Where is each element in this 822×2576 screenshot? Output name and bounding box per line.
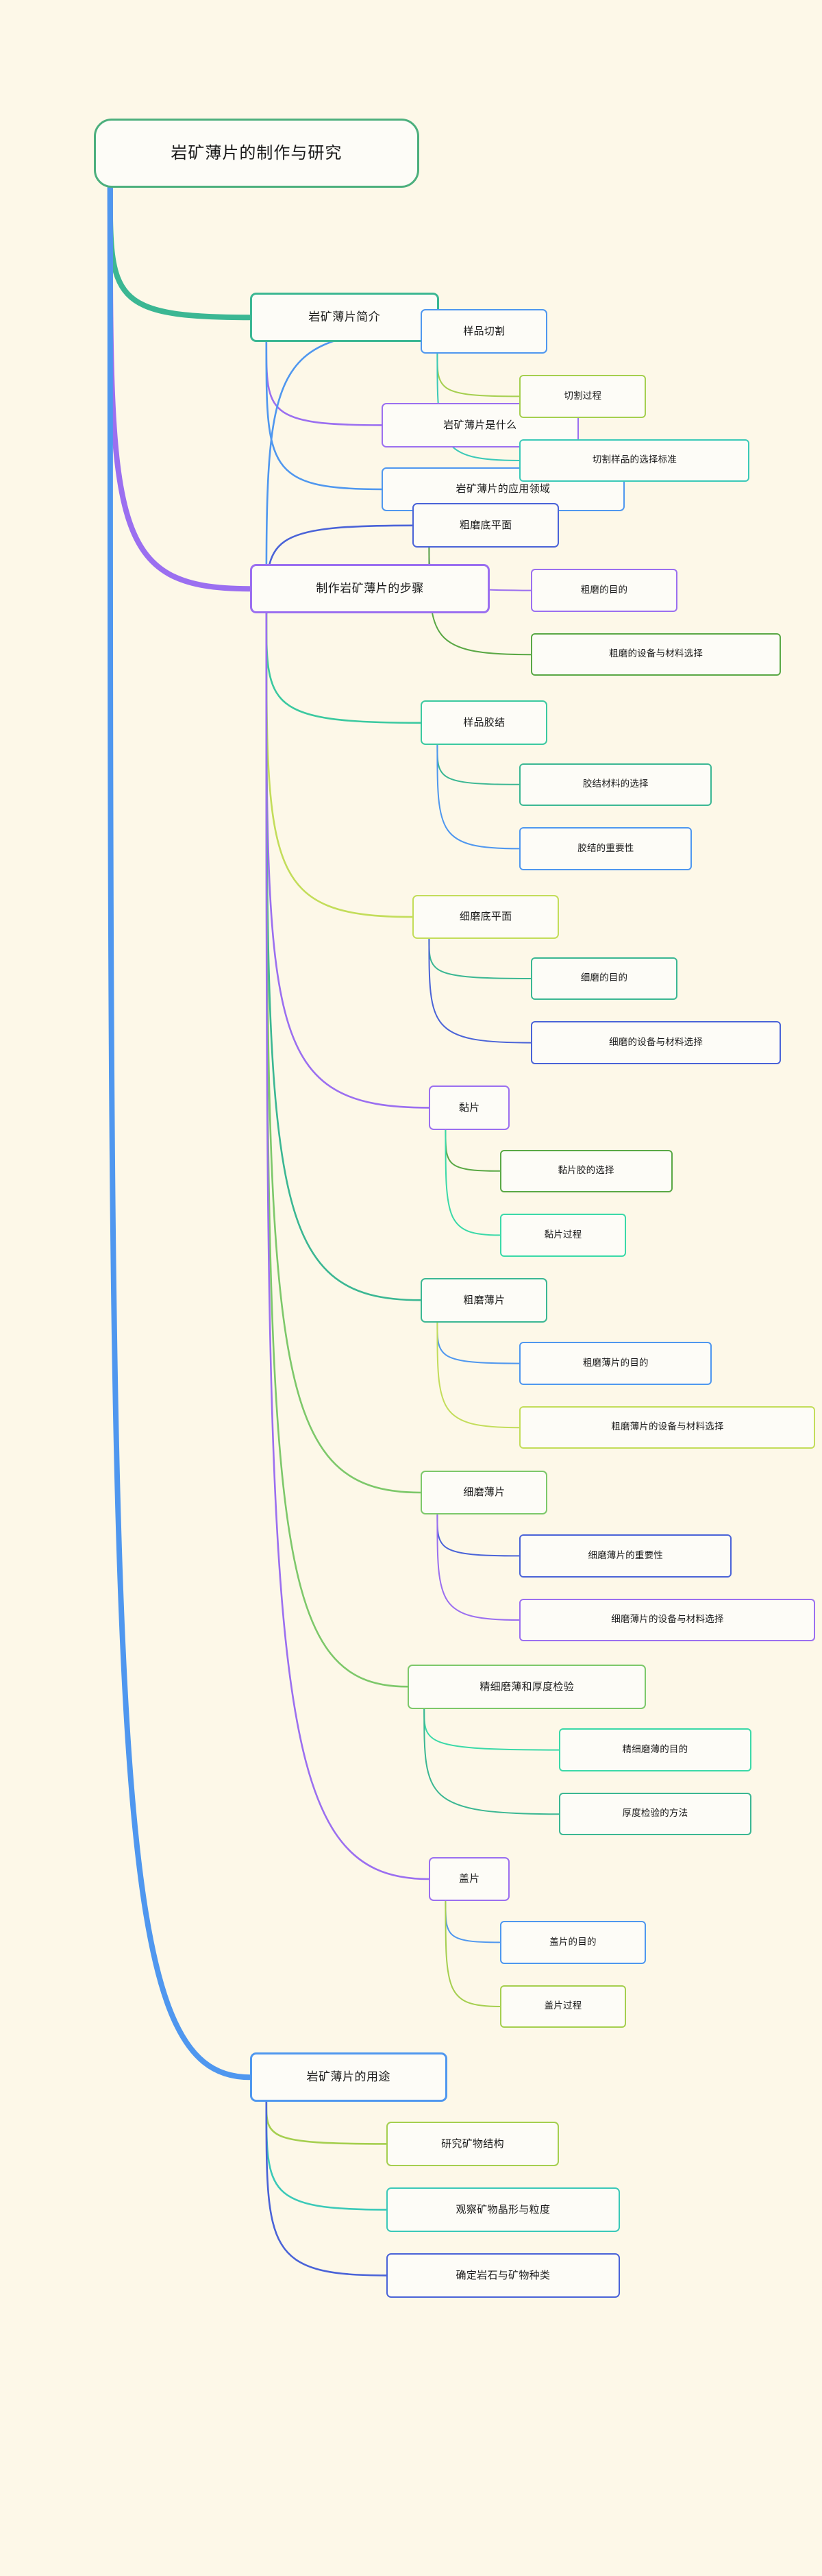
node-label: 细磨底平面 [459, 910, 512, 923]
node-label: 胶结的重要性 [577, 842, 634, 854]
node-label: 岩矿薄片的用途 [306, 2070, 391, 2084]
node-e7b2bee7bb86e7a3a8e89684e79a[interactable]: 精细磨薄的目的 [559, 1728, 751, 1771]
node-label: 胶结材料的选择 [582, 778, 649, 790]
node-label: 细磨薄片 [463, 1486, 506, 1499]
node-label: 岩矿薄片的制作与研究 [171, 143, 342, 163]
node-label: 研究矿物结构 [441, 2137, 504, 2150]
node-label: 样品胶结 [463, 716, 506, 729]
node-e7b297e7a3a8e89684e78987e79a[interactable]: 粗磨薄片的目的 [519, 1342, 712, 1385]
node-label: 岩矿薄片的应用领域 [456, 482, 551, 495]
node-label: 细磨的设备与材料选择 [609, 1036, 703, 1048]
node-label: 黏片过程 [544, 1229, 582, 1240]
node-e7b297e7a3a8e89684e78987e79a[interactable]: 粗磨薄片的设备与材料选择 [519, 1406, 816, 1449]
node-e7b297e7a3a8e79a84e8aebee5a4[interactable]: 粗磨的设备与材料选择 [531, 633, 781, 676]
node-label: 粗磨的目的 [580, 584, 628, 596]
node-e5b2a9e79fbfe89684e78987e7ae[interactable]: 岩矿薄片简介 [249, 293, 439, 343]
node-e7bb86e7a3a8e79a84e8aebee5a4[interactable]: 细磨的设备与材料选择 [531, 1021, 781, 1064]
node-label: 粗磨薄片的设备与材料选择 [611, 1421, 724, 1433]
node-e9bb8fe78987e8bf87e7a88b[interactable]: 黏片过程 [499, 1214, 627, 1257]
node-label: 粗磨薄片 [463, 1293, 506, 1306]
node-label: 制作岩矿薄片的步骤 [316, 581, 424, 596]
node-e9bb8fe78987e883b6e79a84e980[interactable]: 黏片胶的选择 [499, 1149, 673, 1192]
node-e79b96e78987e8bf87e7a88b[interactable]: 盖片过程 [499, 1985, 627, 2028]
node-e7bb86e7a3a8e89684e78987[interactable]: 细磨薄片 [421, 1470, 548, 1515]
node-label: 精细磨薄的目的 [622, 1743, 688, 1755]
node-e5b2a9e79fbfe89684e78987e79a[interactable]: 岩矿薄片的制作与研究 [93, 118, 419, 188]
node-e7b297e7a3a8e79a84e79baee79a[interactable]: 粗磨的目的 [531, 569, 677, 612]
node-label: 切割样品的选择标准 [592, 454, 677, 466]
node-label: 厚度检验的方法 [622, 1808, 688, 1819]
node-e883b6e7bb93e79a84e9878de8a6[interactable]: 胶结的重要性 [519, 827, 693, 870]
node-e6a0b7e59381e58887e589b2[interactable]: 样品切割 [421, 309, 548, 354]
node-label: 盖片的目的 [549, 1936, 597, 1948]
node-label: 确定岩石与矿物种类 [456, 2268, 551, 2281]
node-e5b2a9e79fbfe89684e78987e79a[interactable]: 岩矿薄片的用途 [249, 2052, 447, 2102]
node-e7bb86e7a3a8e89684e78987e79a[interactable]: 细磨薄片的设备与材料选择 [519, 1598, 816, 1642]
node-label: 粗磨的设备与材料选择 [609, 648, 703, 660]
node-e7b297e7a3a8e89684e78987[interactable]: 粗磨薄片 [421, 1277, 548, 1323]
node-label: 样品切割 [463, 325, 506, 338]
node-label: 粗磨薄片的目的 [582, 1357, 649, 1369]
node-label: 盖片过程 [544, 2000, 582, 2012]
node-e79b96e78987e79a84e79baee79a[interactable]: 盖片的目的 [499, 1921, 647, 1964]
node-label: 细磨薄片的设备与材料选择 [611, 1614, 724, 1626]
node-label: 观察矿物晶形与粒度 [456, 2203, 551, 2216]
node-e58887e589b2e8bf87e7a88b[interactable]: 切割过程 [519, 375, 647, 418]
node-e58e9ae5baa6e6a380e9aa8ce79a[interactable]: 厚度检验的方法 [559, 1793, 751, 1836]
node-e883b6e7bb93e69d90e69699e79a[interactable]: 胶结材料的选择 [519, 763, 712, 806]
node-e7a1aee5ae9ae5b2a9e79fb3e4b8[interactable]: 确定岩石与矿物种类 [386, 2253, 620, 2298]
node-e8a782e5af9fe79fbfe789a9e699[interactable]: 观察矿物晶形与粒度 [386, 2187, 620, 2232]
node-label: 细磨的目的 [580, 972, 628, 984]
node-e7b2bee7bb86e7a3a8e89684e592[interactable]: 精细磨薄和厚度检验 [408, 1664, 647, 1709]
node-label: 黏片胶的选择 [558, 1165, 614, 1177]
node-label: 盖片 [458, 1872, 480, 1885]
node-e79b96e78987[interactable]: 盖片 [429, 1856, 510, 1902]
node-label: 黏片 [458, 1101, 480, 1114]
node-e9bb8fe78987[interactable]: 黏片 [429, 1085, 510, 1130]
node-e7bb86e7a3a8e5ba95e5b9b3e99d[interactable]: 细磨底平面 [412, 894, 559, 940]
node-label: 粗磨底平面 [459, 519, 512, 532]
node-e7bb86e7a3a8e79a84e79baee79a[interactable]: 细磨的目的 [531, 957, 677, 1001]
node-e588b6e4bd9ce5b2a9e79fbfe896[interactable]: 制作岩矿薄片的步骤 [249, 564, 490, 614]
node-label: 细磨薄片的重要性 [588, 1549, 663, 1561]
node-e7a094e7a9b6e79fbfe789a9e7bb[interactable]: 研究矿物结构 [386, 2122, 559, 2166]
node-label: 岩矿薄片简介 [308, 310, 381, 324]
node-label: 岩矿薄片是什么 [443, 418, 517, 431]
node-e7bb86e7a3a8e89684e78987e79a[interactable]: 细磨薄片的重要性 [519, 1534, 732, 1578]
node-label: 精细磨薄和厚度检验 [480, 1680, 575, 1693]
node-e6a0b7e59381e883b6e7bb93[interactable]: 样品胶结 [421, 700, 548, 746]
node-e7b297e7a3a8e5ba95e5b9b3e99d[interactable]: 粗磨底平面 [412, 503, 559, 548]
node-label: 切割过程 [564, 390, 602, 402]
node-e58887e589b2e6a0b7e59381e79a[interactable]: 切割样品的选择标准 [519, 439, 750, 482]
